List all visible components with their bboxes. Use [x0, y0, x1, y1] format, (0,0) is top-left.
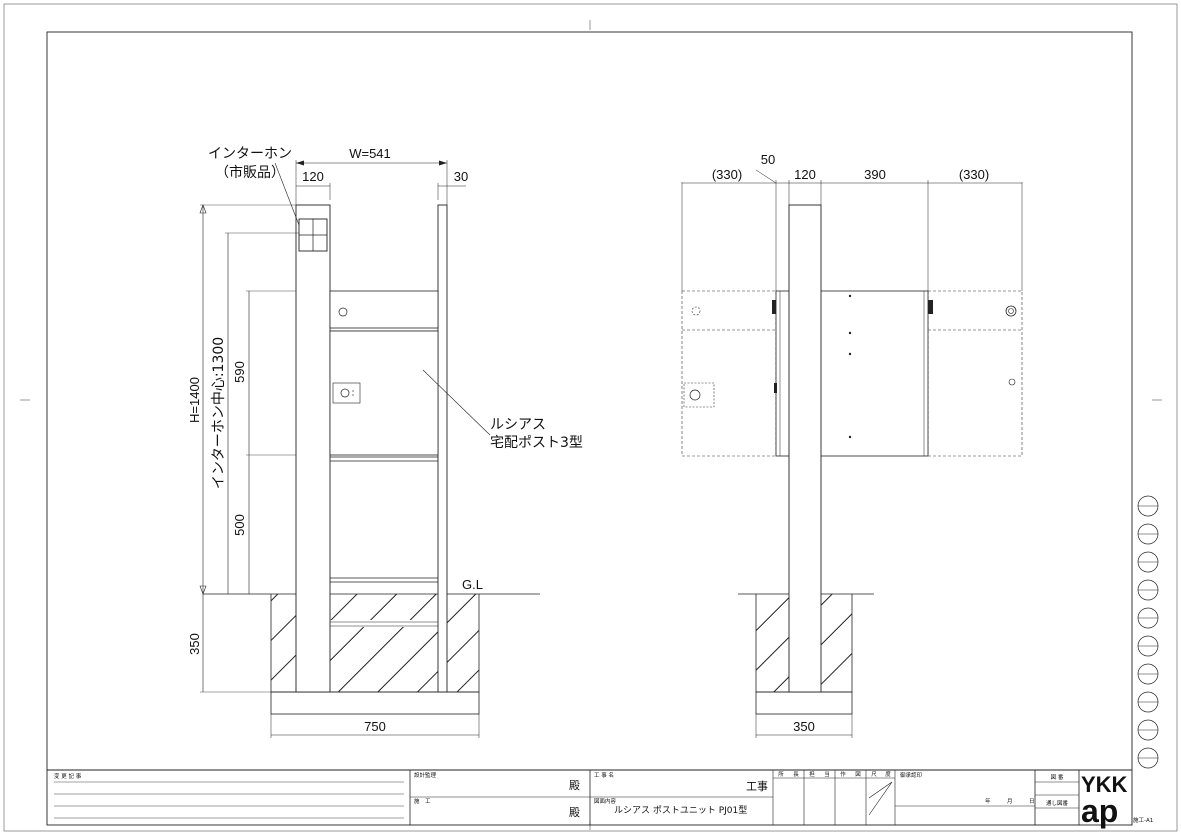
intercom-label: インターホン: [208, 146, 292, 162]
base-slab: [270, 691, 480, 715]
change-record-label: 変 更 記 事: [54, 772, 82, 780]
side-foundation-width-dim: 350: [793, 719, 815, 734]
foundation-width-dim: 750: [364, 719, 386, 734]
revision-circles: [1137, 495, 1159, 769]
date-day: 日: [1029, 798, 1035, 805]
side-elevation: (330) 50 120 390 (330) 350: [681, 152, 1023, 738]
stamp-header-1: 所: [778, 770, 784, 778]
stamp-header-7: 尺: [871, 771, 877, 778]
design-supervisor-label: 設計監理: [414, 771, 437, 779]
main-post: [295, 204, 331, 693]
right-door-open: [927, 290, 1023, 457]
side-base-slab: [755, 691, 853, 715]
stamp-header-3: 担: [809, 770, 815, 778]
lower-height-dim: 500: [232, 514, 247, 536]
foundation-depth-dim: 350: [187, 633, 202, 655]
front-elevation: インターホン （市販品） W=541 120 30 H=1400 インターホン中…: [187, 146, 583, 738]
stamp-header-6: 図: [855, 771, 861, 778]
drawing-no-label: 図 番: [1051, 774, 1064, 781]
front-width-dim: W=541: [349, 146, 391, 161]
stamp-header-8: 度: [885, 770, 891, 778]
box-height-dim: 590: [232, 361, 247, 383]
date-year: 年: [985, 797, 991, 805]
mail-slot-panel: [329, 290, 439, 329]
product-label-line1: ルシアス: [490, 417, 546, 433]
brand-logo-bottom: ap: [1081, 793, 1118, 829]
side-post-width-dim: 120: [794, 167, 816, 182]
stamp-header-5: 作: [840, 770, 846, 778]
drawing-content: ルシアス ポストユニット PJ01型: [614, 805, 747, 816]
intercom-sub-label: （市販品）: [215, 164, 285, 181]
left-door-open: [681, 290, 777, 457]
side-post: [788, 204, 822, 693]
stamp-header-2: 長: [793, 771, 799, 778]
date-month: 月: [1007, 798, 1013, 805]
front-post-width-dim: 120: [302, 169, 324, 184]
construction-label: 施 工: [414, 797, 431, 805]
side-right-ext-dim: (330): [959, 167, 989, 182]
brand-logo-top: YKK: [1081, 772, 1128, 797]
work-name-label: 工 事 名: [594, 771, 614, 779]
approval-label: 御承認印: [900, 771, 923, 779]
stamp-header-4: 当: [824, 770, 830, 778]
inner-frame: [46, 31, 1133, 826]
product-label-line2: 宅配ポスト3型: [490, 435, 583, 451]
right-post: [437, 204, 448, 693]
side-left-ext-dim: (330): [712, 167, 742, 182]
side-body-width-dim: 390: [864, 167, 886, 182]
sheet-code: 施工-A1: [1133, 816, 1153, 824]
front-right-width-dim: 30: [454, 169, 468, 184]
side-gap-dim: 50: [761, 152, 775, 167]
title-block: 変 更 記 事 設計監理 施 工 殿 殿 工 事 名 工事 図面内容 ルシアス …: [47, 769, 1153, 829]
front-height-dim: H=1400: [187, 377, 202, 423]
honorific-1: 殿: [569, 779, 580, 792]
delivery-box-body: [329, 330, 439, 456]
outer-frame: [3, 3, 1178, 832]
serial-no-label: 通し図番: [1046, 799, 1069, 807]
ground-level-label: G.L: [462, 577, 483, 592]
drawing-content-label: 図面内容: [594, 797, 617, 805]
intercom-center-dim: インターホン中心:1300: [211, 337, 227, 489]
honorific-2: 殿: [569, 806, 580, 819]
work-suffix: 工事: [746, 780, 768, 793]
